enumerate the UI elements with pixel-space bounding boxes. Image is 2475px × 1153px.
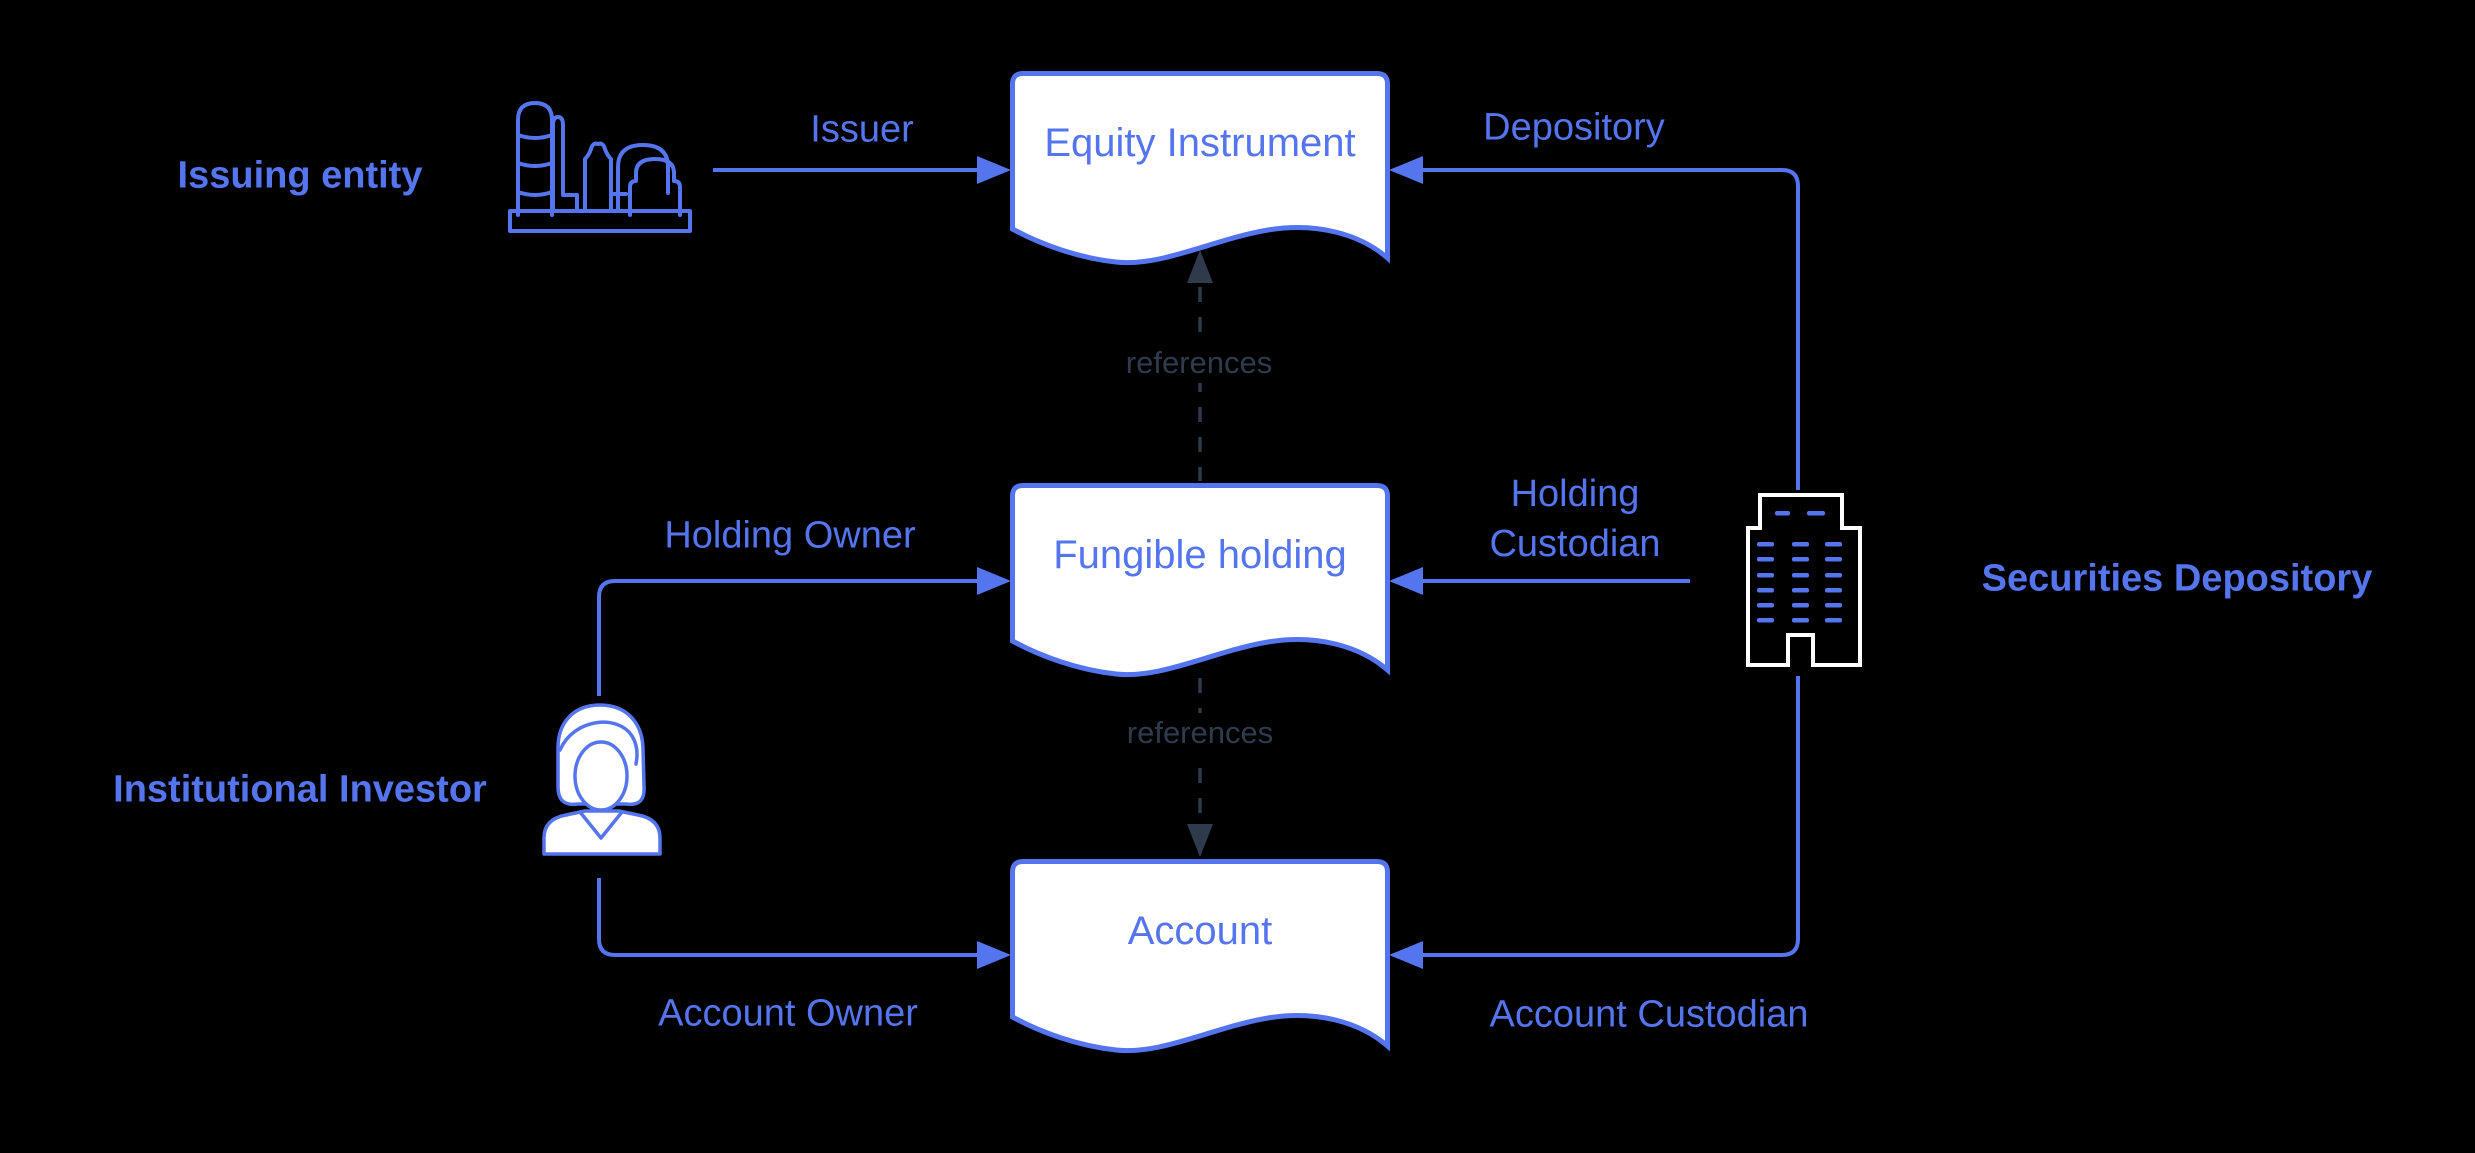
issuer-relation-label: Issuer <box>810 108 914 151</box>
depository-relation-label: Depository <box>1483 106 1665 149</box>
issuing-entity-label: Issuing entity <box>177 154 423 197</box>
holding-owner-relation-label: Holding Owner <box>664 514 916 557</box>
equity-instrument-label: Equity Instrument <box>1044 121 1356 165</box>
document-shape <box>1010 71 1390 266</box>
factory-icon <box>508 101 692 233</box>
account-custodian-relation-label: Account Custodian <box>1489 993 1809 1036</box>
account-owner-arrow <box>597 878 1011 969</box>
holding-custodian-arrow <box>1389 567 1690 595</box>
person-icon <box>542 703 662 856</box>
equity-instrument-node: Equity Instrument <box>1010 71 1390 271</box>
references-top-arrow <box>1187 250 1213 481</box>
institutional-investor-label: Institutional Investor <box>113 768 487 811</box>
references-top-label: references <box>1115 343 1283 383</box>
account-custodian-arrow <box>1389 676 1800 969</box>
account-owner-relation-label: Account Owner <box>658 992 918 1035</box>
issuer-arrow <box>713 156 1011 184</box>
building-windows <box>1757 542 1842 623</box>
securities-depository-label: Securities Depository <box>1981 557 2373 600</box>
references-bottom-arrow <box>1187 678 1213 857</box>
building-icon <box>1746 493 1862 667</box>
document-shape <box>1010 483 1390 678</box>
fungible-holding-node: Fungible holding <box>1010 483 1390 683</box>
holding-owner-arrow <box>597 567 1011 696</box>
references-bottom-label: references <box>1116 713 1284 753</box>
fungible-holding-label: Fungible holding <box>1053 533 1347 577</box>
holding-custodian-relation-label: Holding Custodian <box>1489 472 1661 565</box>
document-shape <box>1010 859 1390 1054</box>
account-node: Account <box>1010 859 1390 1059</box>
account-label: Account <box>1127 909 1273 953</box>
depository-arrow <box>1389 156 1800 490</box>
